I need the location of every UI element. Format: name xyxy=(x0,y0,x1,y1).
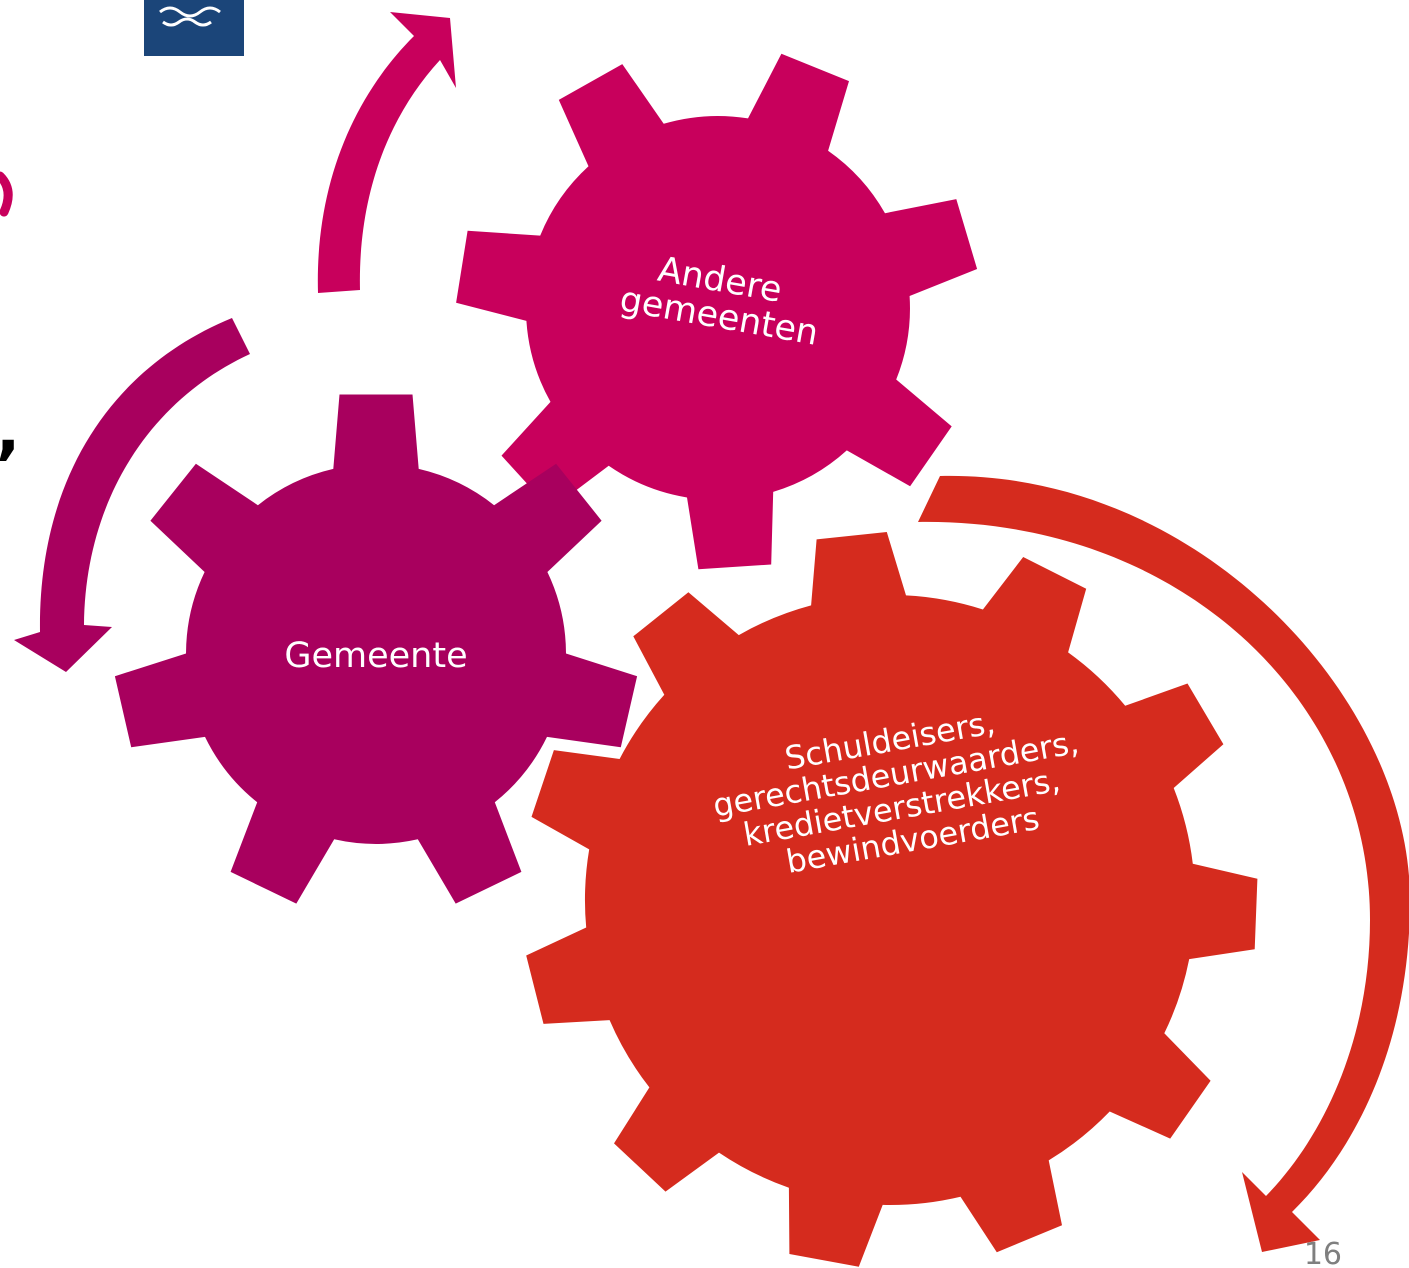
arrow-around-schuldeisers xyxy=(918,475,1409,1252)
gear-label-gemeente: Gemeente xyxy=(284,636,467,676)
page-number: 16 xyxy=(1304,1237,1342,1268)
logo-emblem-icon xyxy=(159,6,221,27)
arrow-from-gemeente xyxy=(14,318,250,672)
logo xyxy=(144,0,244,56)
logo-block xyxy=(144,0,244,56)
arrow-body-top xyxy=(317,12,456,293)
arrow-body-right xyxy=(918,475,1409,1252)
gear-gemeente xyxy=(114,394,638,904)
gear-andere-gemeenten xyxy=(456,53,978,570)
arrow-body-left xyxy=(14,318,250,672)
edge-fragment-arc xyxy=(0,171,13,217)
edge-fragment-comma: , xyxy=(0,394,20,468)
arrow-to-andere-gemeenten xyxy=(317,12,456,293)
gear-schuldeisers xyxy=(526,532,1258,1267)
gear-label-line: Gemeente xyxy=(284,636,467,676)
